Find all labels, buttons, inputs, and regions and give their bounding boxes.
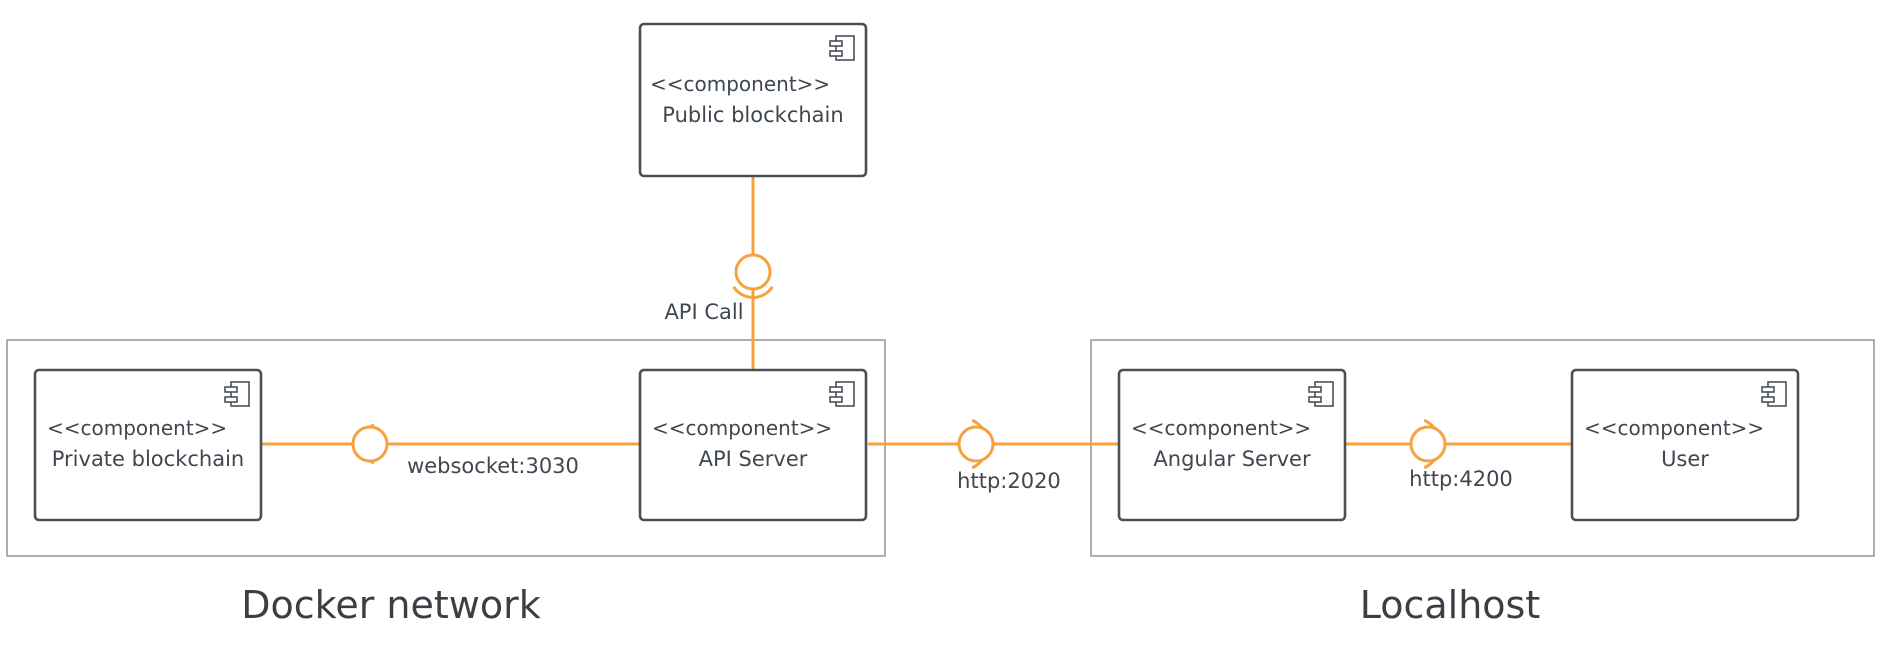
http-4200-label: http:4200 bbox=[1409, 467, 1513, 491]
component-api-server[interactable]: <<component>> API Server bbox=[638, 368, 868, 522]
component-stereotype: <<component>> bbox=[1584, 416, 1764, 440]
component-private-blockchain[interactable]: <<component>> Private blockchain bbox=[33, 368, 263, 522]
component-user[interactable]: <<component>> User bbox=[1570, 368, 1800, 522]
component-public-blockchain[interactable]: <<component>> Public blockchain bbox=[638, 22, 868, 178]
component-stereotype: <<component>> bbox=[650, 72, 830, 96]
websocket-connector: websocket:3030 bbox=[262, 423, 640, 478]
http-4200-connector: http:4200 bbox=[1345, 418, 1572, 491]
api-call-socket bbox=[732, 285, 774, 299]
component-icon bbox=[1761, 381, 1787, 407]
component-name: API Server bbox=[699, 447, 808, 471]
component-icon bbox=[829, 381, 855, 407]
component-box bbox=[638, 22, 868, 178]
component-icon bbox=[224, 381, 250, 407]
component-angular-server[interactable]: <<component>> Angular Server bbox=[1117, 368, 1347, 522]
component-box bbox=[638, 368, 868, 522]
component-box bbox=[1117, 368, 1347, 522]
http-4200-interface-ball bbox=[1409, 425, 1447, 463]
http-2020-label: http:2020 bbox=[957, 469, 1061, 493]
component-name: Private blockchain bbox=[52, 447, 244, 471]
component-stereotype: <<component>> bbox=[652, 416, 832, 440]
component-box bbox=[33, 368, 263, 522]
localhost-boundary bbox=[1090, 339, 1875, 557]
http-2020-connector: http:2020 bbox=[868, 418, 1119, 493]
docker-network-boundary bbox=[6, 339, 886, 557]
localhost-container: Localhost bbox=[1090, 339, 1875, 627]
component-stereotype: <<component>> bbox=[1131, 416, 1311, 440]
localhost-label: Localhost bbox=[1360, 583, 1541, 627]
docker-network-label: Docker network bbox=[241, 583, 540, 627]
component-icon bbox=[829, 35, 855, 61]
component-name: Public blockchain bbox=[662, 103, 843, 127]
websocket-interface-ball bbox=[351, 425, 389, 463]
component-name: User bbox=[1661, 447, 1709, 471]
component-name: Angular Server bbox=[1153, 447, 1311, 471]
component-icon bbox=[1308, 381, 1334, 407]
websocket-label: websocket:3030 bbox=[407, 454, 579, 478]
api-call-label: API Call bbox=[664, 300, 743, 324]
component-box bbox=[1570, 368, 1800, 522]
api-call-connector: API Call bbox=[664, 176, 774, 370]
docker-network-container: Docker network bbox=[6, 339, 886, 627]
component-stereotype: <<component>> bbox=[47, 416, 227, 440]
http-2020-interface-ball bbox=[957, 425, 995, 463]
api-call-interface-ball bbox=[734, 253, 772, 291]
